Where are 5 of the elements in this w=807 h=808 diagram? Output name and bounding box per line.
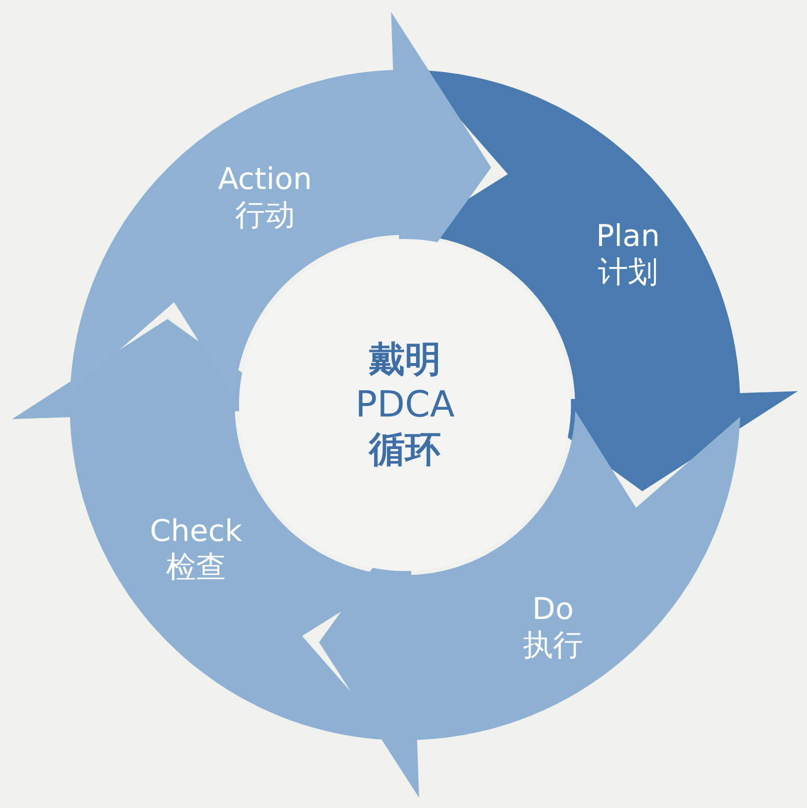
step-label: Action 行动 — [218, 162, 312, 234]
center-title: 戴明 PDCA 循环 — [355, 338, 455, 472]
step-label: Plan 计划 — [596, 218, 660, 291]
step-label: Do 执行 — [522, 592, 583, 664]
step-label: Check 检查 — [150, 514, 242, 586]
